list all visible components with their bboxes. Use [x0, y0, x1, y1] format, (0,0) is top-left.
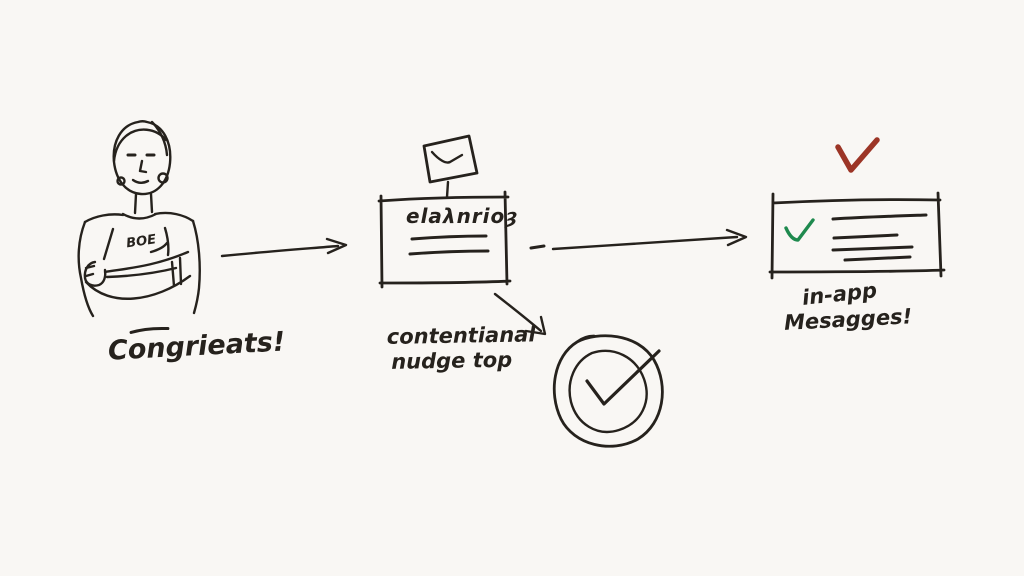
- person-fist: [83, 260, 107, 287]
- congrats-overline: [129, 326, 170, 334]
- person-sleeves: [102, 226, 170, 261]
- notification-text-line: [408, 249, 490, 256]
- nudge-label-line2: nudge top: [391, 348, 512, 374]
- inapp-label-line1: in-app: [801, 278, 878, 310]
- message-box-outline: [768, 191, 946, 280]
- person-neck: [133, 192, 154, 215]
- earring-left-icon: [116, 176, 126, 186]
- congrats-caption: Congrieats!: [107, 326, 286, 366]
- person-mouth: [131, 178, 150, 184]
- person-arms: [84, 250, 192, 300]
- nudge-caption: contentianal nudge top: [387, 322, 537, 374]
- inapp-caption: in-app Mesagges!: [783, 278, 912, 335]
- clock-check-icon: [552, 334, 664, 448]
- notification-box: elaλnrioȝ: [377, 134, 518, 289]
- nudge-label-line1: contentianal: [387, 322, 537, 349]
- person-hair-strand: [150, 120, 169, 157]
- red-check-icon: [835, 137, 880, 173]
- message-text-line: [831, 245, 914, 252]
- dash-mark: [529, 244, 546, 250]
- person-torso: [77, 219, 201, 318]
- message-text-line: [832, 233, 899, 240]
- arrow-right-2: [529, 228, 748, 251]
- message-box: [768, 191, 946, 280]
- person-nose: [138, 159, 148, 174]
- arrow-right-1: [220, 237, 348, 258]
- arrow-down-right: [493, 292, 547, 336]
- person-figure: BOE: [77, 120, 201, 318]
- message-text-line: [843, 255, 912, 262]
- message-text-line: [831, 213, 928, 221]
- flag-icon: [422, 134, 479, 199]
- shirt-label: BOE: [125, 232, 157, 251]
- earring-right-icon: [157, 172, 169, 184]
- green-check-icon: [784, 218, 815, 242]
- notification-box-outline: [377, 190, 512, 289]
- notification-text-line: [410, 234, 488, 241]
- person-shoulders: [83, 211, 195, 224]
- notification-title: elaλnrioȝ: [406, 204, 518, 228]
- person-hair: [112, 128, 168, 163]
